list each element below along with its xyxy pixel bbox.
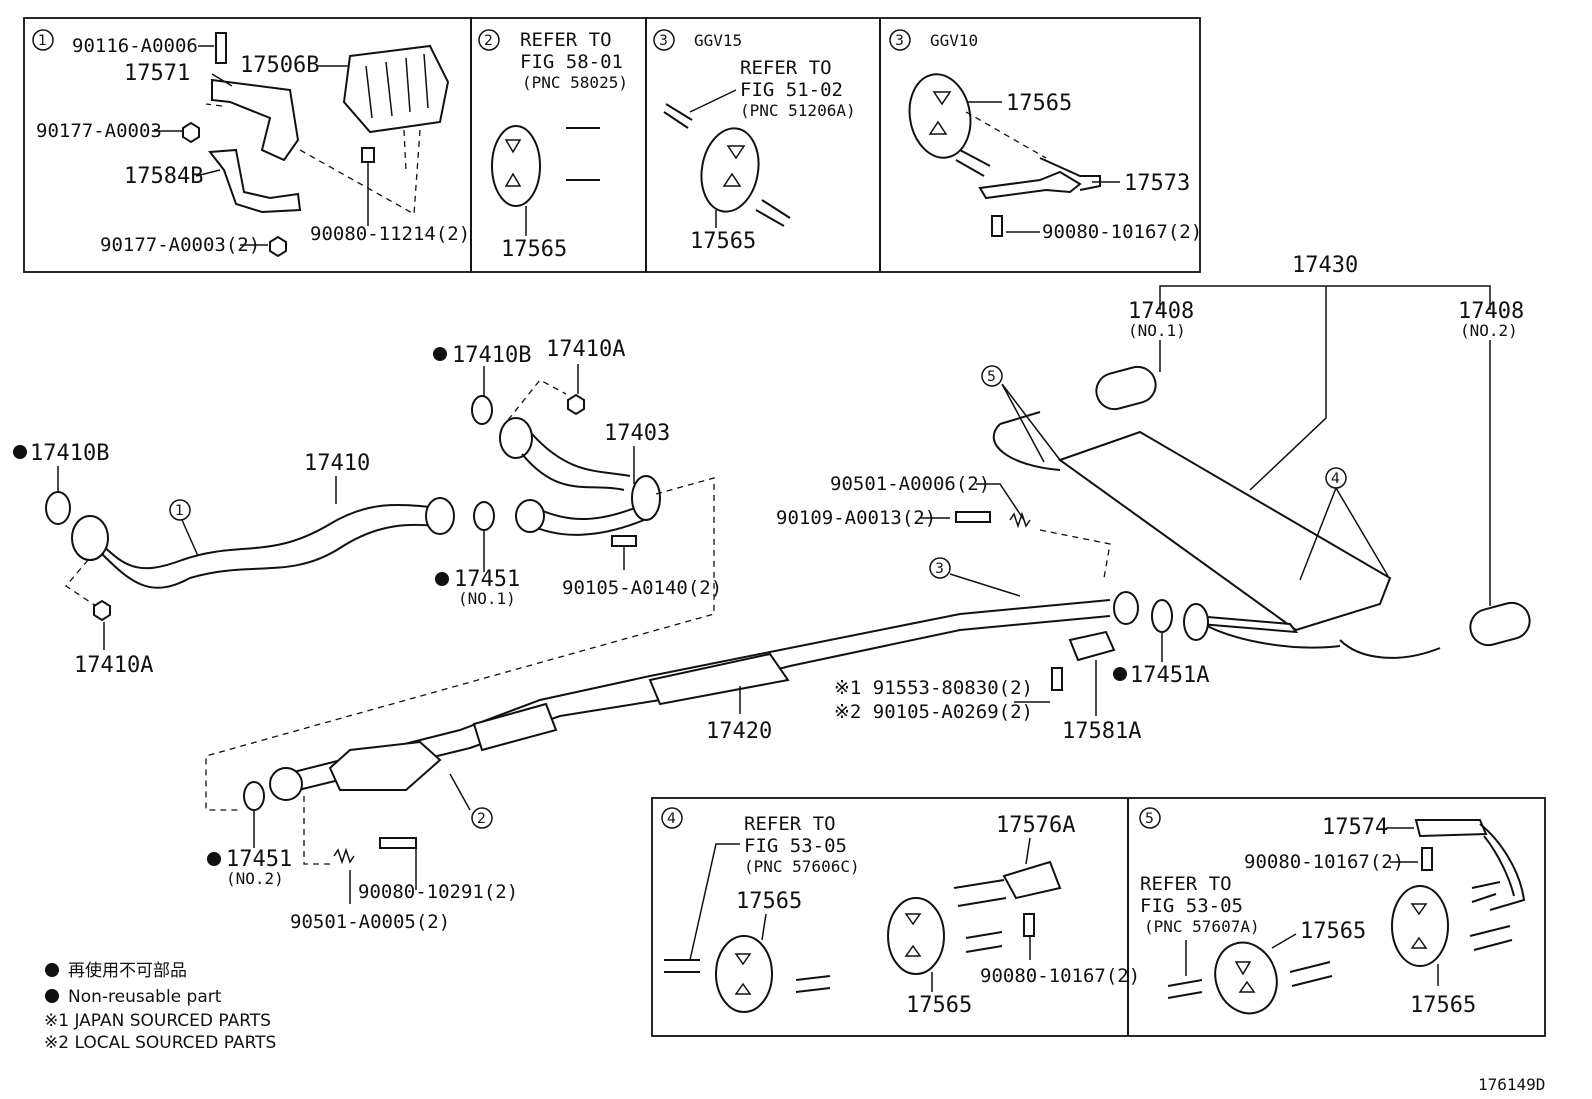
label-17451-no1[interactable]: 17451 (454, 567, 520, 592)
svg-text:3: 3 (659, 33, 668, 49)
svg-text:1: 1 (175, 503, 184, 519)
svg-text:FIG 53-05: FIG 53-05 (1140, 895, 1243, 917)
svg-text:2: 2 (477, 811, 486, 827)
label-17574[interactable]: 17574 (1322, 815, 1388, 840)
svg-text:3: 3 (935, 561, 944, 577)
legend: 再使用不可部品 Non-reusable part ※1 JAPAN SOURC… (44, 960, 276, 1053)
label-17410B-left[interactable]: 17410B (30, 441, 109, 466)
svg-text:FIG 53-05: FIG 53-05 (744, 835, 847, 857)
svg-text:(PNC 51206A): (PNC 51206A) (740, 101, 856, 120)
label-17581A[interactable]: 17581A (1062, 719, 1141, 744)
label-17410B-top[interactable]: 17410B (452, 343, 531, 368)
label-90080-10167-b5[interactable]: 90080-10167(2) (1244, 851, 1404, 873)
legend-jp: 再使用不可部品 (68, 960, 187, 981)
legend-note-1: ※1 JAPAN SOURCED PARTS (44, 1011, 271, 1031)
legend-note-2: ※2 LOCAL SOURCED PARTS (44, 1033, 276, 1053)
main-assembly: 17430 17408 (NO.1) 17408 (NO.2) 5 4 9050… (13, 253, 1531, 933)
label-90177-A0003[interactable]: 90177-A0003 (36, 120, 162, 142)
svg-text:5: 5 (1145, 811, 1154, 827)
label-17430[interactable]: 17430 (1292, 253, 1358, 278)
label-17408-no2[interactable]: 17408 (1458, 299, 1524, 324)
label-17451A[interactable]: 17451A (1130, 663, 1209, 688)
label-90109-A0013[interactable]: 90109-A0013(2) (776, 507, 936, 529)
label-90080-11214[interactable]: 90080-11214(2) (310, 223, 470, 245)
label-17451-no2[interactable]: 17451 (226, 847, 292, 872)
label-17410A-top[interactable]: 17410A (546, 337, 625, 362)
svg-text:1: 1 (38, 33, 47, 49)
svg-text:(PNC 58025): (PNC 58025) (522, 73, 628, 92)
label-17420[interactable]: 17420 (706, 719, 772, 744)
inset-box-4: 4 REFER TO FIG 53-05 (PNC 57606C) 17565 … (651, 797, 1140, 1037)
label-17565-b5a[interactable]: 17565 (1300, 919, 1366, 944)
label-17565-b4a[interactable]: 17565 (736, 889, 802, 914)
non-reusable-dot (1113, 667, 1127, 681)
inset-box-5: 5 17574 90080-10167(2) REFER TO FIG 53-0… (1127, 797, 1546, 1037)
label-90105-A0140[interactable]: 90105-A0140(2) (562, 577, 722, 599)
inset-box-3a: 3 GGV15 REFER TO FIG 51-02 (PNC 51206A) … (645, 17, 881, 273)
svg-text:(PNC 57607A): (PNC 57607A) (1144, 917, 1260, 936)
svg-text:GGV10: GGV10 (930, 31, 978, 50)
svg-text:(NO.2): (NO.2) (1460, 321, 1518, 340)
label-17565-b3b[interactable]: 17565 (1006, 91, 1072, 116)
svg-text:(NO.2): (NO.2) (226, 869, 284, 888)
label-17410[interactable]: 17410 (304, 451, 370, 476)
svg-text:3: 3 (895, 33, 904, 49)
label-90501-A0005[interactable]: 90501-A0005(2) (290, 911, 450, 933)
inset-box-1: 1 90116-A0006 17571 17506B 90177-A0003 1… (23, 17, 472, 273)
svg-text:GGV15: GGV15 (694, 31, 742, 50)
label-17576A[interactable]: 17576A (996, 813, 1075, 838)
label-17573[interactable]: 17573 (1124, 171, 1190, 196)
label-17565-b2[interactable]: 17565 (501, 237, 567, 262)
label-91553-80830[interactable]: ※1 91553-80830(2) (834, 677, 1033, 699)
svg-text:(NO.1): (NO.1) (1128, 321, 1186, 340)
label-90080-10167-b4[interactable]: 90080-10167(2) (980, 965, 1140, 987)
label-90080-10167-b3b[interactable]: 90080-10167(2) (1042, 221, 1202, 243)
label-90177-A0003-2[interactable]: 90177-A0003(2) (100, 234, 260, 256)
label-17565-b5b[interactable]: 17565 (1410, 993, 1476, 1018)
svg-text:FIG 58-01: FIG 58-01 (520, 51, 623, 73)
legend-non-reusable: Non-reusable part (68, 987, 222, 1007)
inset-box-2: 2 REFER TO FIG 58-01 (PNC 58025) 17565 (470, 17, 647, 273)
label-17565-b3a[interactable]: 17565 (690, 229, 756, 254)
svg-text:FIG 51-02: FIG 51-02 (740, 79, 843, 101)
label-17408-no1[interactable]: 17408 (1128, 299, 1194, 324)
inset-box-3b: 3 GGV10 17565 17573 90080-10167(2) (879, 17, 1202, 273)
label-90080-10291[interactable]: 90080-10291(2) (358, 881, 518, 903)
label-17410A-left[interactable]: 17410A (74, 653, 153, 678)
svg-text:4: 4 (667, 811, 676, 827)
label-90116-A0006[interactable]: 90116-A0006 (72, 35, 198, 57)
svg-text:(NO.1): (NO.1) (458, 589, 516, 608)
svg-text:REFER TO: REFER TO (1140, 873, 1232, 895)
label-17584B[interactable]: 17584B (124, 164, 203, 189)
label-90501-A0006[interactable]: 90501-A0006(2) (830, 473, 990, 495)
svg-text:2: 2 (484, 33, 493, 49)
label-17565-b4b[interactable]: 17565 (906, 993, 972, 1018)
svg-text:4: 4 (1331, 471, 1340, 487)
svg-text:REFER TO: REFER TO (744, 813, 836, 835)
label-17403[interactable]: 17403 (604, 421, 670, 446)
svg-text:REFER TO: REFER TO (740, 57, 832, 79)
label-90105-A0269[interactable]: ※2 90105-A0269(2) (834, 701, 1033, 723)
svg-text:5: 5 (987, 369, 996, 385)
figure-id: 176149D (1478, 1075, 1545, 1094)
svg-text:REFER TO: REFER TO (520, 29, 612, 51)
label-17506B[interactable]: 17506B (240, 53, 319, 78)
svg-text:(PNC 57606C): (PNC 57606C) (744, 857, 860, 876)
label-17571[interactable]: 17571 (124, 61, 190, 86)
